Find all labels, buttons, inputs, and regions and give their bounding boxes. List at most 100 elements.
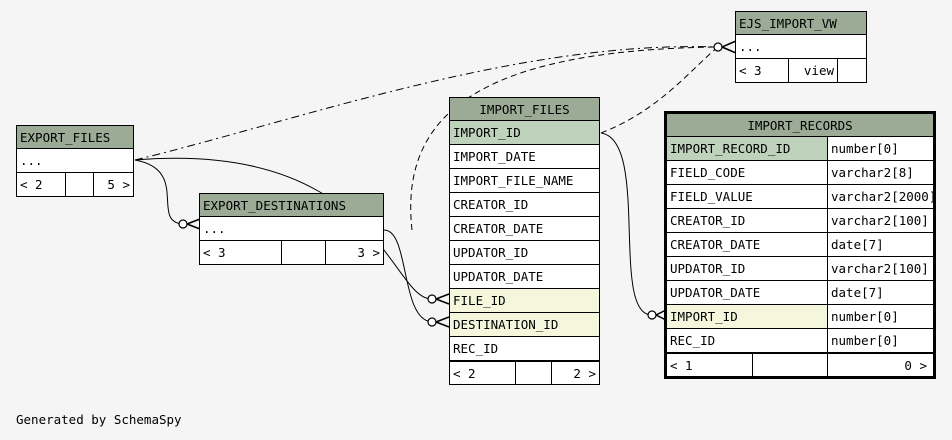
- table-title[interactable]: EJS_IMPORT_VW: [736, 12, 866, 35]
- column-name: ...: [739, 39, 762, 54]
- footer-empty-cell: [282, 241, 326, 264]
- crowfoot-icon: [721, 46, 737, 54]
- table-row-updator-id[interactable]: UPDATOR_ID varchar2[100]: [667, 257, 933, 281]
- column-name: DESTINATION_ID: [453, 317, 559, 332]
- column-name: REC_ID: [667, 329, 828, 352]
- crowfoot-icon: [721, 40, 737, 48]
- table-row-rec-id[interactable]: REC_ID: [450, 337, 599, 361]
- table-export-destinations[interactable]: EXPORT_DESTINATIONS ... < 3 3 >: [199, 193, 384, 265]
- edge-export-destinations-to-import-files-destination-id: [383, 229, 433, 323]
- child-count[interactable]: 5 >: [107, 177, 130, 192]
- column-name: CREATOR_ID: [453, 197, 529, 212]
- column-name: ...: [203, 221, 226, 236]
- table-footer: < 2 5 >: [17, 173, 133, 196]
- column-type: number[0]: [831, 309, 899, 324]
- column-name: CREATOR_DATE: [667, 233, 828, 256]
- column-name: FIELD_VALUE: [667, 185, 828, 208]
- table-footer: < 3 view: [736, 59, 866, 82]
- table-title[interactable]: EXPORT_DESTINATIONS: [200, 194, 383, 217]
- table-title[interactable]: EXPORT_FILES: [17, 126, 133, 149]
- parent-count[interactable]: < 2: [450, 362, 516, 384]
- column-name: FIELD_CODE: [667, 161, 828, 184]
- parent-count[interactable]: < 3: [200, 241, 282, 264]
- table-row-file-id[interactable]: FILE_ID: [450, 289, 599, 313]
- table-row-import-record-id[interactable]: IMPORT_RECORD_ID number[0]: [667, 137, 933, 161]
- table-footer: < 1 0 >: [667, 353, 933, 376]
- table-row[interactable]: ...: [200, 217, 383, 241]
- column-name: IMPORT_ID: [667, 305, 828, 328]
- table-footer: < 2 2 >: [450, 361, 599, 384]
- table-row-import-id[interactable]: IMPORT_ID number[0]: [667, 305, 933, 329]
- table-row-updator-date[interactable]: UPDATOR_DATE: [450, 265, 599, 289]
- column-name: CREATOR_ID: [667, 209, 828, 232]
- table-row-updator-date[interactable]: UPDATOR_DATE date[7]: [667, 281, 933, 305]
- table-row-creator-id[interactable]: CREATOR_ID varchar2[100]: [667, 209, 933, 233]
- table-title[interactable]: IMPORT_FILES: [450, 98, 599, 121]
- table-row-rec-id[interactable]: REC_ID number[0]: [667, 329, 933, 353]
- table-footer: < 3 3 >: [200, 241, 383, 264]
- parent-count[interactable]: < 3: [736, 59, 789, 82]
- column-type: number[0]: [831, 141, 899, 156]
- crowfoot-icon: [435, 321, 450, 328]
- table-row-import-id[interactable]: IMPORT_ID: [450, 121, 599, 145]
- table-row-creator-date[interactable]: CREATOR_DATE: [450, 217, 599, 241]
- table-ejs-import-vw[interactable]: EJS_IMPORT_VW ... < 3 view: [735, 11, 867, 83]
- table-row[interactable]: ...: [736, 35, 866, 59]
- crowfoot-icon: [435, 316, 450, 323]
- column-name: REC_ID: [453, 341, 499, 356]
- column-type: number[0]: [831, 333, 899, 348]
- parent-count[interactable]: < 2: [17, 173, 66, 196]
- crowfoot-icon: [186, 223, 201, 230]
- table-row-import-file-name[interactable]: IMPORT_FILE_NAME: [450, 169, 599, 193]
- crowfoot-icon: [435, 298, 450, 305]
- table-type-label: view: [789, 59, 838, 82]
- table-row-import-date[interactable]: IMPORT_DATE: [450, 145, 599, 169]
- edge-export-files-to-ejs-import-vw: [134, 46, 719, 161]
- edge-import-files-to-import-records: [600, 132, 653, 316]
- edge-end-circle-icon: [647, 310, 657, 320]
- child-count[interactable]: 3 >: [357, 245, 380, 260]
- table-row-updator-id[interactable]: UPDATOR_ID: [450, 241, 599, 265]
- column-name: IMPORT_FILE_NAME: [453, 173, 574, 188]
- child-count[interactable]: 0 >: [904, 358, 927, 373]
- table-import-files[interactable]: IMPORT_FILES IMPORT_ID IMPORT_DATE IMPOR…: [449, 97, 600, 385]
- footer-empty-cell: [753, 354, 828, 376]
- footer-empty-cell: [516, 362, 552, 384]
- table-row-destination-id[interactable]: DESTINATION_ID: [450, 313, 599, 337]
- edge-end-circle-icon: [713, 42, 723, 52]
- parent-count[interactable]: < 1: [667, 354, 753, 376]
- table-title[interactable]: IMPORT_RECORDS: [667, 114, 933, 137]
- footer-empty-cell: [838, 59, 866, 82]
- table-export-files[interactable]: EXPORT_FILES ... < 2 5 >: [16, 125, 134, 197]
- edge-export-files-to-export-destinations: [134, 159, 184, 225]
- footer-empty-cell: [66, 173, 94, 196]
- column-type: date[7]: [831, 285, 884, 300]
- table-row-creator-date[interactable]: CREATOR_DATE date[7]: [667, 233, 933, 257]
- edge-end-circle-icon: [178, 219, 188, 229]
- table-row-field-code[interactable]: FIELD_CODE varchar2[8]: [667, 161, 933, 185]
- column-name: IMPORT_DATE: [453, 149, 536, 164]
- table-import-records[interactable]: IMPORT_RECORDS IMPORT_RECORD_ID number[0…: [664, 111, 936, 379]
- crowfoot-icon: [186, 218, 201, 225]
- column-name: UPDATOR_DATE: [453, 269, 544, 284]
- table-row[interactable]: ...: [17, 149, 133, 173]
- column-name: UPDATOR_ID: [667, 257, 828, 280]
- column-type: varchar2[8]: [831, 165, 914, 180]
- column-type: varchar2[2000]: [831, 189, 933, 204]
- edge-import-files-to-ejs-import-vw-b: [600, 46, 719, 134]
- column-name: UPDATOR_ID: [453, 245, 529, 260]
- column-name: CREATOR_DATE: [453, 221, 544, 236]
- column-name: ...: [20, 153, 43, 168]
- table-row-field-value[interactable]: FIELD_VALUE varchar2[2000]: [667, 185, 933, 209]
- crowfoot-icon: [435, 293, 450, 300]
- column-type: varchar2[100]: [831, 213, 929, 228]
- edge-end-circle-icon: [427, 294, 437, 304]
- column-name: IMPORT_ID: [453, 125, 521, 140]
- column-type: date[7]: [831, 237, 884, 252]
- generated-by-label: Generated by SchemaSpy: [16, 412, 182, 427]
- column-name: FILE_ID: [453, 293, 506, 308]
- edge-end-circle-icon: [427, 317, 437, 327]
- table-row-creator-id[interactable]: CREATOR_ID: [450, 193, 599, 217]
- child-count[interactable]: 2 >: [573, 366, 596, 381]
